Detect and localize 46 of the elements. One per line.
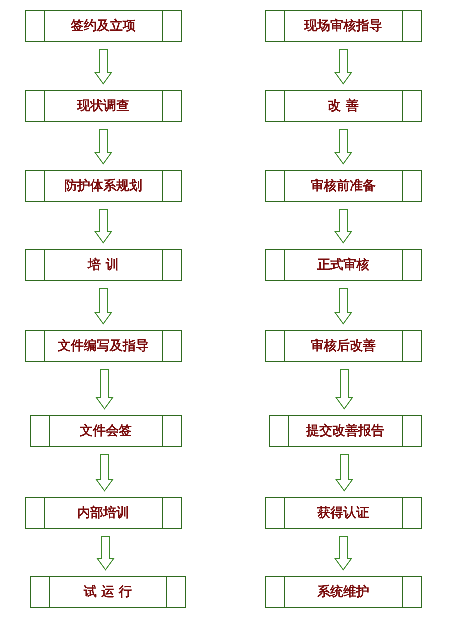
process-box <box>25 170 182 202</box>
step-label: 文件会签 <box>80 422 132 440</box>
block-arrow <box>96 370 114 410</box>
block-arrow <box>94 50 112 85</box>
step-label: 现场审核指导 <box>304 18 382 35</box>
step-label: 现状调查 <box>78 98 130 115</box>
block-arrow <box>334 130 352 165</box>
process-box <box>30 415 182 447</box>
process-box <box>265 249 422 281</box>
block-arrow <box>96 536 115 571</box>
step-label: 正式审核 <box>318 256 370 274</box>
process-box <box>25 330 182 362</box>
step-label: 签约及立项 <box>71 18 136 35</box>
block-arrow <box>334 288 352 325</box>
block-arrow <box>336 370 354 410</box>
step-label: 内部培训 <box>78 504 130 522</box>
process-box <box>25 497 182 529</box>
step-label: 获得认证 <box>318 505 370 522</box>
process-box <box>265 170 422 202</box>
block-arrow <box>334 210 352 244</box>
process-box <box>265 330 422 362</box>
process-box <box>265 10 422 42</box>
process-box <box>265 90 422 122</box>
process-box <box>25 10 182 42</box>
process-box <box>25 249 182 281</box>
process-box <box>269 415 422 447</box>
step-label: 改 善 <box>328 98 359 115</box>
step-label: 防护体系规划 <box>64 178 142 195</box>
step-label: 审核后改善 <box>311 338 376 355</box>
block-arrow <box>336 454 354 492</box>
step-label: 提交改善报告 <box>306 422 384 440</box>
block-arrow <box>94 210 112 244</box>
block-arrow <box>334 536 352 571</box>
block-arrow <box>334 50 352 85</box>
step-label: 试 运 行 <box>84 584 132 601</box>
block-arrow <box>94 288 112 325</box>
step-label: 文件编写及指导 <box>58 338 149 355</box>
block-arrow <box>96 454 114 492</box>
step-label: 审核前准备 <box>311 178 376 195</box>
process-box <box>30 576 186 608</box>
process-box <box>25 90 182 122</box>
step-label: 培 训 <box>88 256 119 274</box>
process-box <box>265 576 422 608</box>
process-box <box>265 497 422 529</box>
step-label: 系统维护 <box>318 584 370 601</box>
block-arrow <box>94 130 112 165</box>
